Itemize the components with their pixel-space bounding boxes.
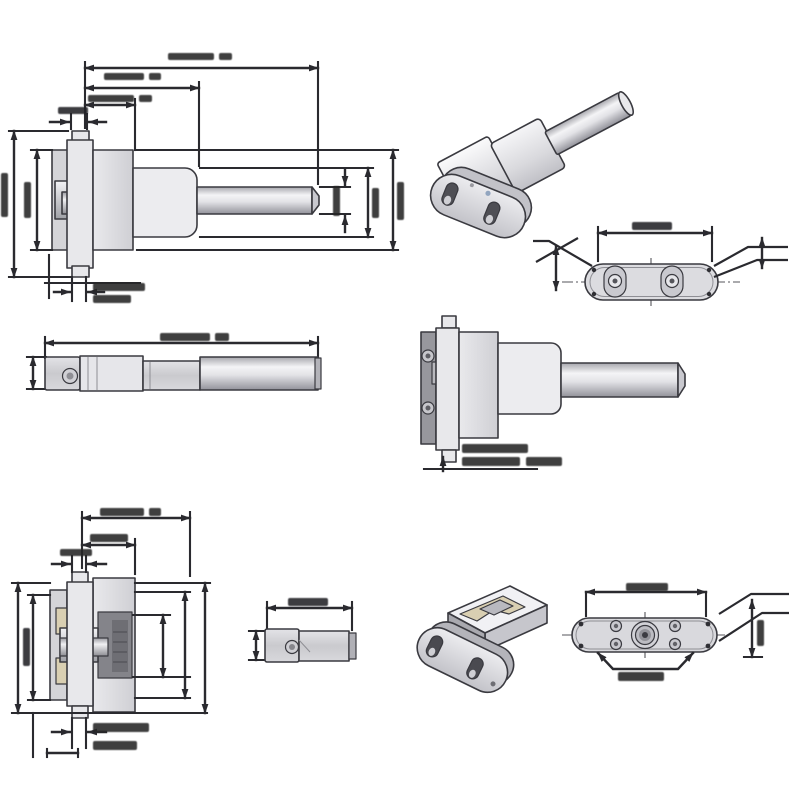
dimensions-bottom bbox=[31, 711, 149, 759]
dimension-text bbox=[618, 583, 764, 681]
cable-end bbox=[314, 357, 322, 390]
dimensions-bottom bbox=[422, 444, 562, 473]
view-plug-side bbox=[420, 315, 686, 473]
flange-top-neck bbox=[441, 315, 457, 329]
receptacle-body-profile bbox=[298, 630, 350, 662]
corner-dot bbox=[706, 291, 712, 297]
view-plug-isometric bbox=[429, 91, 635, 239]
screw-highlight bbox=[428, 647, 436, 656]
view-plug-section bbox=[1, 53, 404, 303]
view-receptacle-section bbox=[10, 508, 212, 759]
screw-highlight bbox=[485, 214, 494, 224]
cable-cut-end bbox=[677, 362, 686, 398]
plug-body bbox=[92, 149, 134, 251]
contact-stack bbox=[112, 620, 128, 672]
screw-hole-center bbox=[612, 278, 618, 284]
cable-cut-end bbox=[311, 186, 320, 215]
dimension-text bbox=[462, 444, 562, 466]
overmold bbox=[132, 167, 198, 238]
receptacle-face-plate-iso bbox=[416, 621, 515, 694]
corner-dot bbox=[578, 621, 584, 627]
screw-center bbox=[425, 405, 431, 411]
plug-face-plate-iso bbox=[429, 166, 533, 239]
dimension-text bbox=[60, 508, 161, 556]
dimensions-bottom bbox=[43, 253, 145, 303]
corner-dot bbox=[705, 621, 711, 627]
body-section bbox=[79, 355, 144, 392]
cable-iso bbox=[544, 92, 632, 155]
screw-highlight bbox=[443, 195, 452, 205]
plug-body bbox=[458, 331, 499, 439]
view-receptacle-top bbox=[562, 583, 789, 681]
view-receptacle-isometric bbox=[416, 585, 548, 694]
corner-dot bbox=[706, 267, 712, 273]
flange-plate bbox=[66, 581, 94, 707]
cable bbox=[560, 362, 679, 398]
screw-head-center bbox=[289, 644, 295, 650]
overmold bbox=[497, 342, 562, 415]
insert-metal-piece bbox=[479, 599, 514, 616]
dimension-text bbox=[93, 723, 149, 750]
view-plug-top bbox=[533, 222, 788, 306]
blue-dot-detail bbox=[485, 190, 491, 196]
end-cap bbox=[348, 632, 357, 660]
dimensions-left bbox=[1, 129, 72, 279]
dimensions bbox=[533, 222, 788, 292]
dimension-text bbox=[88, 53, 232, 102]
pin-dot-detail bbox=[469, 183, 474, 188]
flange-plate bbox=[435, 327, 460, 451]
plate-inner-outline bbox=[589, 267, 714, 297]
corner-dot bbox=[578, 643, 584, 649]
dimensions-top bbox=[83, 53, 320, 186]
screw-center bbox=[613, 641, 619, 647]
flange-plate bbox=[66, 139, 94, 269]
view-plug-profile bbox=[25, 333, 322, 392]
screw-center bbox=[425, 353, 431, 359]
dimensions bbox=[584, 583, 789, 681]
dimensions-sides bbox=[10, 581, 212, 715]
dimension-text-vertical bbox=[23, 628, 30, 666]
dimension-flange-thickness bbox=[48, 107, 108, 131]
dimensions-top bbox=[50, 508, 192, 578]
dimensions bbox=[247, 598, 354, 662]
face-column bbox=[420, 331, 437, 445]
dimension-text bbox=[58, 107, 88, 114]
cable bbox=[196, 186, 313, 215]
flange-bottom-neck bbox=[71, 265, 90, 278]
dimension-text-vertical bbox=[333, 182, 404, 220]
cable-end-cap bbox=[617, 91, 635, 116]
dimension-text bbox=[93, 283, 145, 303]
dimensions bbox=[25, 333, 320, 391]
screw-highlight bbox=[468, 669, 476, 678]
corner-dot bbox=[591, 267, 597, 273]
center-pin-hole bbox=[642, 632, 648, 638]
pin-dot-detail bbox=[490, 681, 496, 687]
dimension-text bbox=[288, 598, 328, 606]
dimensions-right bbox=[135, 148, 404, 252]
view-receptacle-profile bbox=[247, 598, 357, 663]
dimension-text bbox=[632, 222, 672, 230]
screw-center bbox=[672, 641, 678, 647]
dimension-text-vertical bbox=[1, 173, 31, 218]
corner-dot bbox=[705, 643, 711, 649]
screw-center bbox=[672, 623, 678, 629]
screw-hole-center bbox=[669, 278, 675, 284]
screw-head-center bbox=[66, 372, 74, 380]
dimension-text bbox=[160, 333, 229, 341]
strain-relief bbox=[142, 360, 201, 391]
cable-profile bbox=[199, 356, 319, 391]
screw-center bbox=[613, 623, 619, 629]
corner-dot bbox=[591, 291, 597, 297]
